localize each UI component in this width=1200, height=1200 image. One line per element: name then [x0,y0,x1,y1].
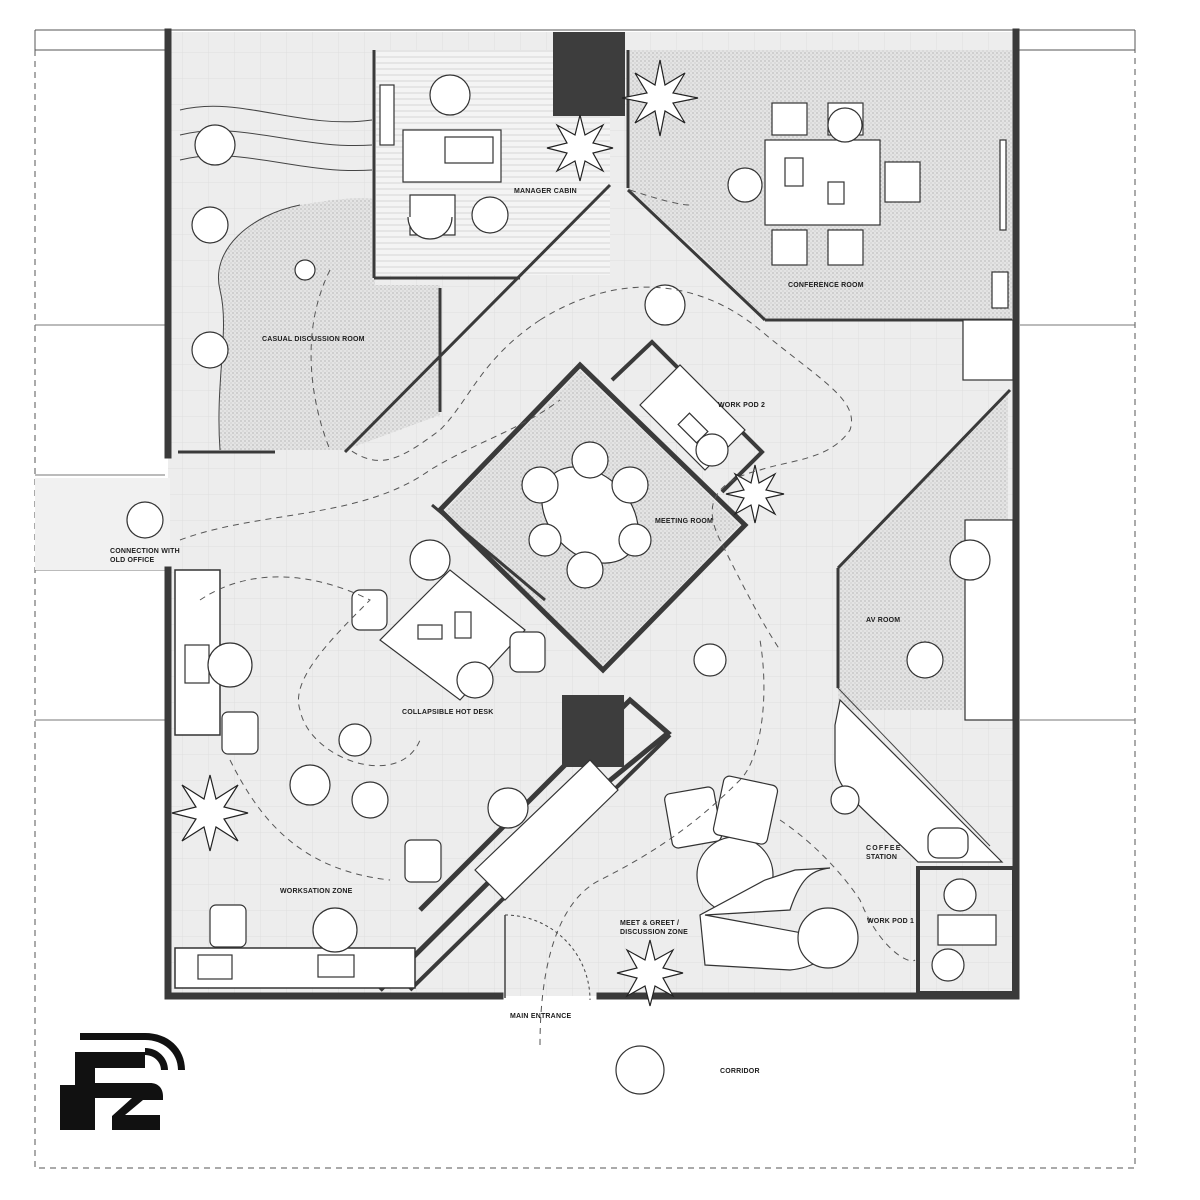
meeting-furniture [521,441,652,589]
service-shaft-top [553,32,625,116]
lounge-furniture [664,698,1004,971]
label-coffee-line2: STATION [866,854,897,861]
label-connection-line2: OLD OFFICE [110,557,155,564]
label-av-room: AV ROOM [866,617,900,624]
work-pod-1-furniture [931,878,997,982]
label-work-pod-2: WORK POD 2 [718,402,765,409]
work-pod-2-furniture [639,364,746,471]
main-entrance-door[interactable] [504,914,591,1001]
label-conference-room: CONFERENCE ROOM [788,282,864,289]
workstation-furniture [184,642,619,980]
av-bench [962,319,1014,381]
plants [171,59,785,1007]
label-corridor: CORRIDOR [720,1068,760,1075]
label-meeting-room: MEETING ROOM [655,518,713,525]
label-coffee-line1: COFFEE [866,845,902,852]
label-casual-discussion-room: CASUAL DISCUSSION ROOM [262,336,365,343]
circulation-paths [179,189,916,1046]
casual-room-curves [179,105,373,451]
label-meet-greet-line1: MEET & GREET / [620,920,679,927]
label-worksation-zone: WORKSATION ZONE [280,888,353,895]
label-main-entrance: MAIN ENTRANCE [510,1013,571,1020]
people [126,74,991,1095]
manager-cabin-furniture [379,84,502,240]
corridor-floor [37,1002,1133,1166]
casual-room-floor [218,197,440,450]
studio-monogram-logo [60,1033,185,1130]
label-manager-cabin: MANAGER CABIN [514,188,577,195]
label-meet-greet-line2: DISCUSSION ZONE [620,929,688,936]
label-connection-line1: CONNECTION WITH [110,548,180,555]
label-collapsible-hot-desk: COLLAPSIBLE HOT DESK [402,709,494,716]
label-work-pod-1: WORK POD 1 [867,918,914,925]
hot-desk-furniture [351,539,546,701]
service-shaft-bottom [562,695,624,767]
